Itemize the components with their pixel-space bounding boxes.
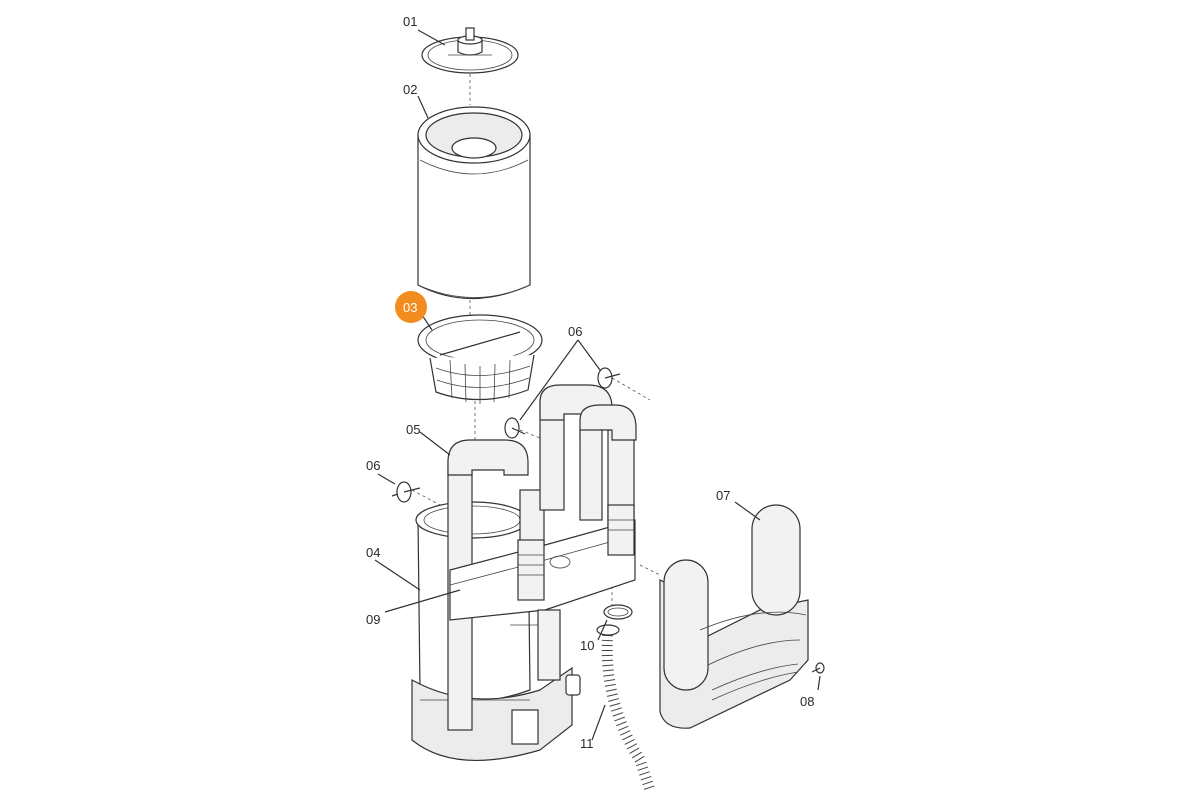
part-labels: 01 02 03 05 06 06 07 04 09 10 08 11 [366, 14, 814, 751]
part-02-cylinder-housing[interactable] [417, 106, 531, 299]
label-07[interactable]: 07 [716, 488, 730, 503]
label-08[interactable]: 08 [800, 694, 814, 709]
part-05-pipe-assembly[interactable] [447, 384, 637, 731]
label-06-right[interactable]: 06 [568, 324, 582, 339]
part-11-hose[interactable] [596, 624, 656, 792]
label-09[interactable]: 09 [366, 612, 380, 627]
part-08-screw[interactable] [811, 662, 825, 674]
label-01[interactable]: 01 [403, 14, 417, 29]
label-02[interactable]: 02 [403, 82, 417, 97]
leader-lines [374, 29, 821, 741]
label-10[interactable]: 10 [580, 638, 594, 653]
part-10-hose-clamp[interactable] [603, 604, 633, 620]
label-04[interactable]: 04 [366, 545, 380, 560]
label-05[interactable]: 05 [406, 422, 420, 437]
label-03[interactable]: 03 [403, 300, 417, 315]
part-07-cover-assembly[interactable] [659, 504, 809, 729]
label-06-left[interactable]: 06 [366, 458, 380, 473]
label-03-highlight-marker[interactable] [395, 291, 427, 323]
part-06-bolt-right[interactable] [597, 367, 621, 389]
part-06-bolt-left[interactable] [391, 481, 421, 503]
part-01-lid[interactable] [421, 27, 519, 74]
part-06-bolt-center[interactable] [504, 417, 526, 439]
label-11[interactable]: 11 [580, 736, 594, 751]
part-03-strainer-basket[interactable] [417, 314, 543, 404]
